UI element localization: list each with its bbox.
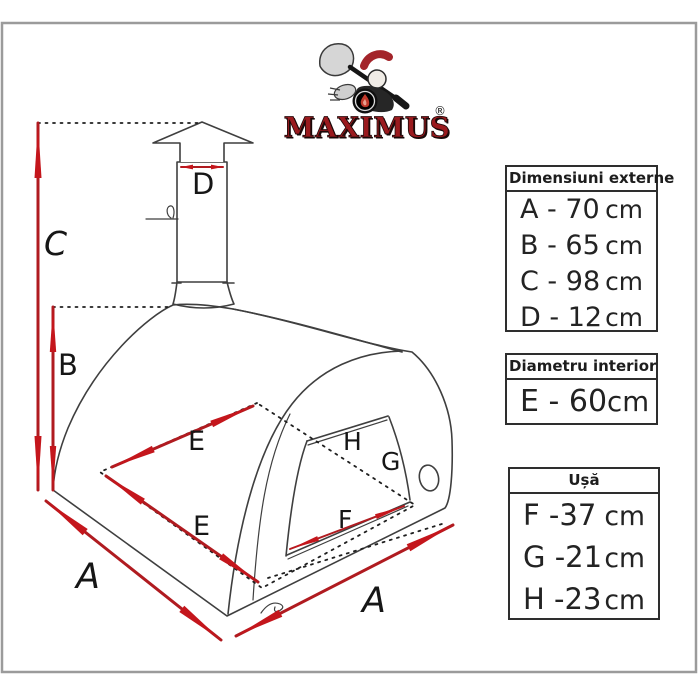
chimney-cap: [152, 121, 254, 162]
page-frame: [0, 21, 698, 674]
dimension-value: H -23: [523, 582, 602, 616]
dimension-value: F -37: [523, 498, 597, 532]
label-h: H: [343, 427, 362, 456]
panel-door-title: Ușă: [510, 469, 658, 494]
dimension-row-e: E - 60 cm: [507, 380, 656, 424]
motion-lines: [327, 87, 341, 101]
dimension-arrow-a-left: [44, 499, 223, 642]
chimney-flare: [171, 281, 235, 309]
dimension-value: C - 98: [520, 266, 601, 297]
dimension-unit: cm: [607, 385, 650, 418]
label-g: G: [381, 447, 400, 476]
damper-handle: [145, 205, 179, 220]
label-a-left: A: [74, 557, 100, 597]
dimension-row-b: B - 65 cm: [507, 228, 656, 264]
soldier-head: [367, 69, 387, 89]
dimension-unit: cm: [604, 501, 645, 532]
label-d: D: [192, 167, 214, 201]
oven-front-arch: [227, 350, 403, 615]
dimension-arrow-f: [289, 505, 405, 550]
pizza-icon: [333, 83, 357, 101]
dimension-value: E - 60: [520, 384, 608, 419]
dimension-unit: cm: [605, 303, 643, 332]
oven-inner-arch: [252, 413, 291, 601]
panel-external-dimensions: Dimensiuni externe A - 70 cm B - 65 cm C…: [505, 165, 674, 333]
dimension-value: B - 65: [520, 230, 600, 261]
chimney: [145, 121, 254, 309]
dimension-value: D - 12: [520, 302, 603, 333]
dimension-arrow-b: [49, 305, 57, 492]
brand-shadow: MAXIMUS: [285, 113, 452, 146]
label-c: C: [44, 224, 67, 263]
dimension-row-c: C - 98 cm: [507, 264, 656, 300]
dimension-row-f: F -37 cm: [510, 494, 658, 536]
dimension-row-g: G -21 cm: [510, 536, 658, 578]
panel-interior-diameter: Diametru interior E - 60 cm: [505, 353, 658, 425]
chimney-pipe: [176, 161, 228, 283]
dimension-value: A - 70: [520, 194, 600, 225]
label-b: B: [58, 348, 78, 382]
dimension-row-a: A - 70 cm: [507, 192, 656, 228]
panel-door-dimensions: Ușă F -37 cm G -21 cm H -23 cm: [508, 467, 660, 620]
dimension-arrow-c: [34, 121, 42, 492]
dimension-row-d: D - 12 cm: [507, 300, 656, 336]
base-curl: [260, 602, 284, 614]
panel-external-title: Dimensiuni externe: [507, 167, 674, 192]
registered-mark: ®: [434, 104, 446, 118]
base-edge-dotted: [267, 522, 446, 579]
dimension-unit: cm: [605, 267, 643, 296]
pizza-peel-icon: [319, 43, 355, 77]
dimension-unit: cm: [604, 585, 645, 616]
oven-dome-ridge: [232, 308, 403, 353]
dimension-unit: cm: [604, 543, 645, 574]
label-e-lower: E: [193, 511, 210, 542]
dimension-unit: cm: [605, 231, 643, 260]
label-f: F: [338, 505, 352, 534]
dimension-arrow-a-right: [234, 523, 455, 638]
maximus-logo: MAXIMUS MAXIMUS ®: [283, 43, 452, 146]
label-a-right: A: [360, 581, 386, 621]
thermometer-dial: [418, 464, 440, 492]
dimension-value: G -21: [523, 540, 603, 574]
dimension-arrow-e-lower: [104, 474, 260, 584]
panel-interior-title: Diametru interior: [507, 355, 656, 380]
dimension-row-h: H -23 cm: [510, 578, 658, 620]
soldier-helmet-crest: [360, 50, 393, 70]
dimension-arrow-e-upper: [110, 404, 255, 469]
dimension-unit: cm: [605, 195, 643, 224]
dimension-arrow-d: [180, 164, 224, 170]
label-e-upper: E: [188, 426, 205, 457]
brand-wordmark: MAXIMUS: [284, 111, 451, 144]
